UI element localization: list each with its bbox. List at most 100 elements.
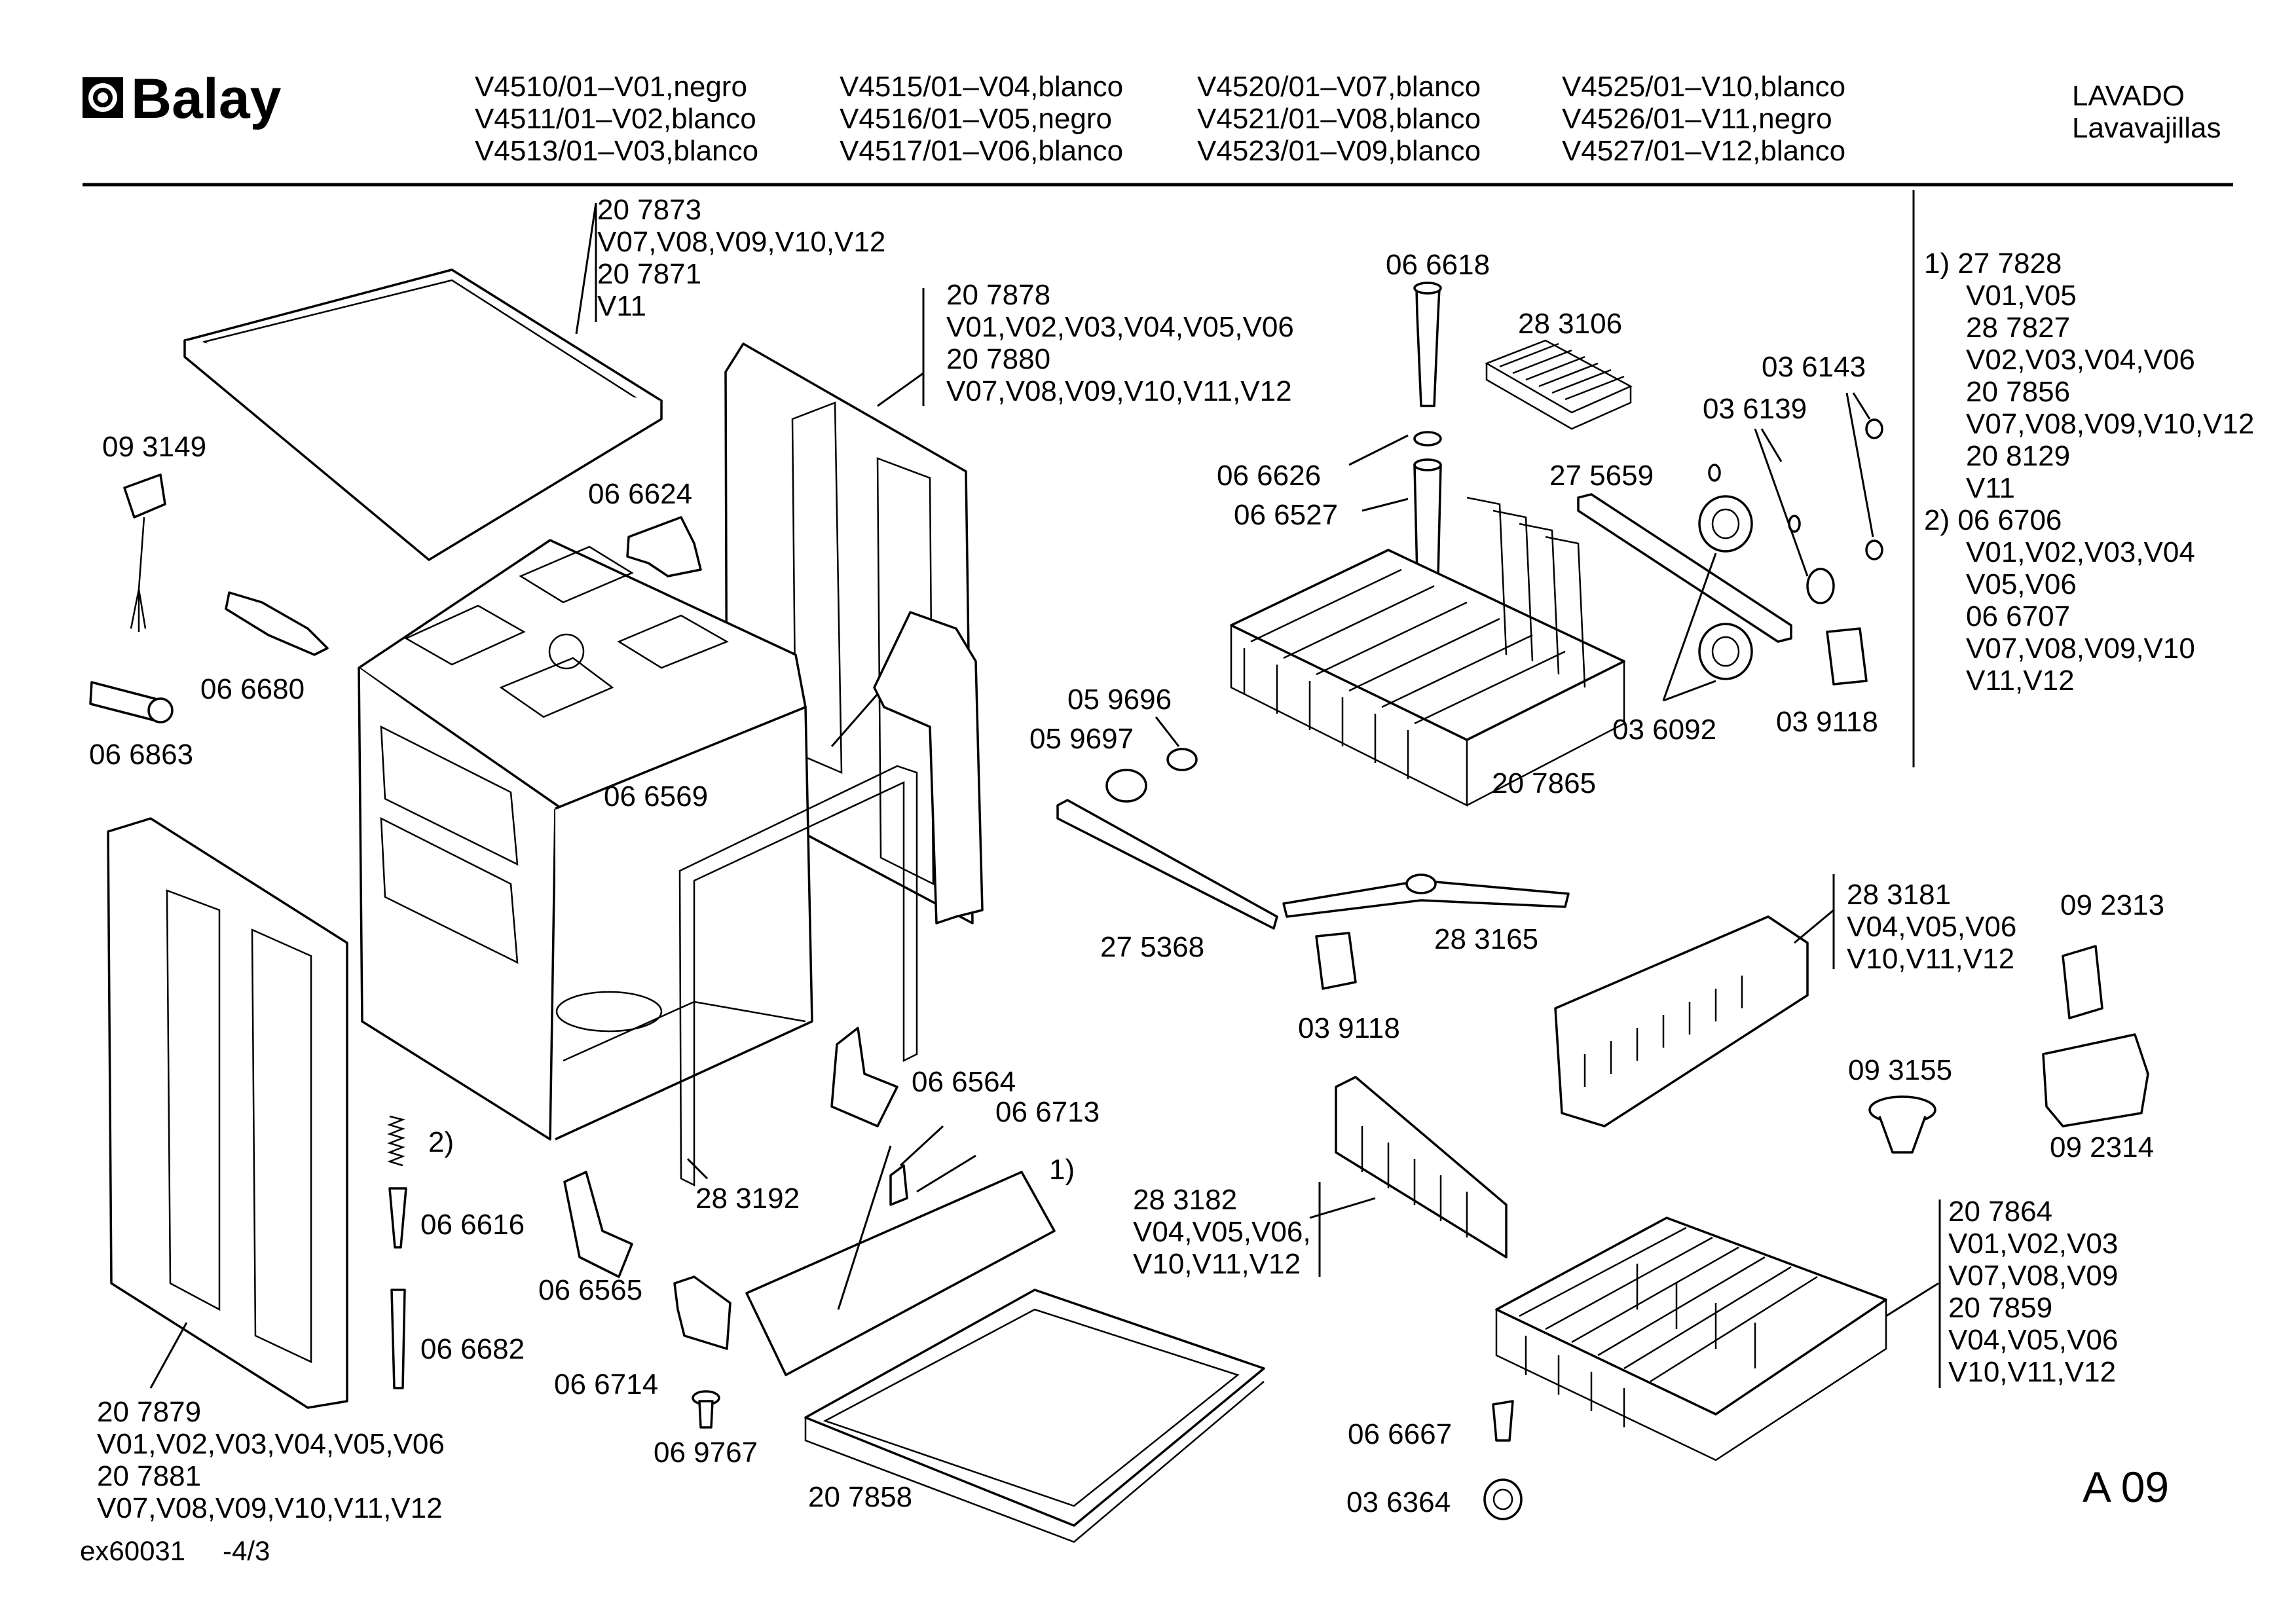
leader-line (1852, 392, 1871, 420)
variant-list: V11 (597, 290, 647, 322)
label-insert-283182: 28 3182 V04,V05,V06, V10,V11,V12 (1133, 1184, 1311, 1280)
model-entry: V4521/01–V08,blanco (1197, 103, 1481, 135)
label-275368: 27 5368 (1100, 931, 1205, 963)
spray-arm-part (1282, 873, 1570, 918)
variant-list: V10,V11,V12 (1847, 943, 2015, 975)
legend-line: V05,V06 (1966, 568, 2077, 600)
seal-ring-part (1413, 431, 1442, 447)
label-066569: 06 6569 (604, 780, 709, 813)
legend-line: V02,V03,V04,V06 (1966, 344, 2195, 376)
leader-line (1794, 909, 1834, 944)
logo-emblem-icon (83, 77, 123, 118)
variant-list: V07,V08,V09,V10,V11,V12 (97, 1492, 443, 1524)
label-283106: 28 3106 (1518, 308, 1623, 340)
clip-part (626, 516, 702, 577)
clip-ring-part (1865, 418, 1883, 439)
label-283192: 28 3192 (695, 1182, 800, 1215)
part-number: 20 7879 (97, 1396, 202, 1428)
nozzle-part (1105, 748, 1198, 803)
rail-part (1577, 493, 1792, 643)
label-036364: 03 6364 (1346, 1486, 1451, 1518)
leader-line (149, 1322, 188, 1389)
legend-line: V01,V05 (1966, 280, 2077, 312)
leader-line (830, 693, 879, 747)
model-entry: V4525/01–V10,blanco (1562, 71, 1846, 103)
leader-line (1348, 434, 1409, 466)
leader-line (1663, 680, 1716, 702)
label-069767: 06 9767 (654, 1437, 758, 1469)
label-036139: 03 6139 (1703, 393, 1807, 425)
tub-body-part (358, 539, 813, 1141)
label-092313: 09 2313 (2060, 889, 2165, 921)
label-039118-b: 03 9118 (1298, 1012, 1400, 1044)
variant-list: V01,V02,V03,V04,V05,V06 (97, 1428, 445, 1460)
model-column-1: V4510/01–V01,negro V4511/01–V02,blanco V… (475, 71, 758, 167)
legend-line: 06 6707 (1966, 600, 2071, 632)
leader-line (1760, 428, 1783, 462)
label-066667: 06 6667 (1348, 1418, 1453, 1450)
clip-part (1315, 932, 1357, 990)
variant-legend: 1) 27 7828 V01,V05 28 7827 V02,V03,V04,V… (1924, 247, 2254, 697)
hinge-support-part (673, 1275, 731, 1350)
model-entry: V4513/01–V03,blanco (475, 135, 759, 167)
label-066714: 06 6714 (554, 1368, 659, 1401)
end-stop-part (1826, 627, 1868, 686)
document-id: ex60031 (80, 1535, 186, 1566)
spray-tube-part (1413, 282, 1442, 407)
variant-list: V07,V08,V09,V10,V12 (597, 226, 886, 258)
model-entry: V4526/01–V11,negro (1562, 103, 1832, 135)
power-cord-part (123, 473, 166, 632)
lower-roller-part (1483, 1478, 1523, 1520)
label-lower-basket: 20 7864 V01,V02,V03 V07,V08,V09 20 7859 … (1948, 1196, 2118, 1388)
large-wheel-part (1698, 495, 1753, 680)
variant-list: V10,V11,V12 (1133, 1248, 1301, 1280)
label-insert-283181: 28 3181 V04,V05,V06 V10,V11,V12 (1847, 879, 2016, 975)
clip-ring-part (1865, 540, 1883, 560)
label-066713: 06 6713 (995, 1096, 1100, 1128)
legend-line: 28 7827 (1966, 312, 2071, 344)
valve-part (89, 681, 174, 724)
label-036143: 03 6143 (1762, 351, 1866, 383)
note-2-marker: 2) (428, 1126, 454, 1158)
plate-part (563, 1171, 633, 1278)
hinge-lever-part (390, 1289, 406, 1389)
note-1-marker: 1) (1049, 1154, 1075, 1186)
label-207865: 20 7865 (1492, 767, 1597, 799)
model-column-3: V4520/01–V07,blanco V4521/01–V08,blanco … (1197, 71, 1481, 167)
guide-rail-part (1056, 799, 1278, 930)
model-entry: V4520/01–V07,blanco (1197, 71, 1481, 103)
label-worktop: 20 7873 V07,V08,V09,V10,V12 20 7871 V11 (597, 194, 885, 322)
balay-logo: Balay (80, 67, 355, 136)
upper-basket-part (1230, 496, 1625, 807)
tube-part (1413, 458, 1442, 577)
leader-line (877, 372, 924, 407)
label-207858: 20 7858 (808, 1481, 913, 1513)
variant-list: V10,V11,V12 (1948, 1356, 2117, 1388)
model-entry: V4515/01–V04,blanco (840, 71, 1124, 103)
holder-part (2062, 945, 2103, 1019)
model-entry: V4516/01–V05,negro (840, 103, 1112, 135)
model-column-2: V4515/01–V04,blanco V4516/01–V05,negro V… (840, 71, 1123, 167)
worktop-part (183, 268, 663, 561)
category-block: LAVADO Lavavajillas (2072, 80, 2221, 144)
label-front-panel: 20 7879 V01,V02,V03,V04,V05,V06 20 7881 … (97, 1396, 445, 1524)
part-number: 20 7864 (1948, 1196, 2053, 1228)
leader-line (1361, 498, 1409, 512)
part-number: 20 7881 (97, 1460, 202, 1492)
logo-wordmark: Balay (131, 71, 282, 130)
bracket-part (225, 591, 329, 656)
leader-line (916, 1154, 976, 1193)
legend-line: V01,V02,V03,V04 (1966, 536, 2195, 568)
leader-line (1754, 428, 1809, 577)
latch-part (1492, 1400, 1514, 1442)
legend-line: 2) 06 6706 (1924, 504, 2062, 536)
variant-list: V04,V05,V06 (1847, 911, 2017, 943)
part-number: 28 3181 (1847, 879, 1952, 911)
plate-part (830, 1027, 898, 1127)
model-column-4: V4525/01–V10,blanco V4526/01–V11,negro V… (1562, 71, 1845, 167)
legend-line: 20 8129 (1966, 440, 2071, 472)
label-036092: 03 6092 (1612, 714, 1717, 746)
legend-line: 1) 27 7828 (1924, 247, 2062, 280)
detergent-box-part (2042, 1033, 2149, 1127)
leader-line (1662, 553, 1717, 701)
